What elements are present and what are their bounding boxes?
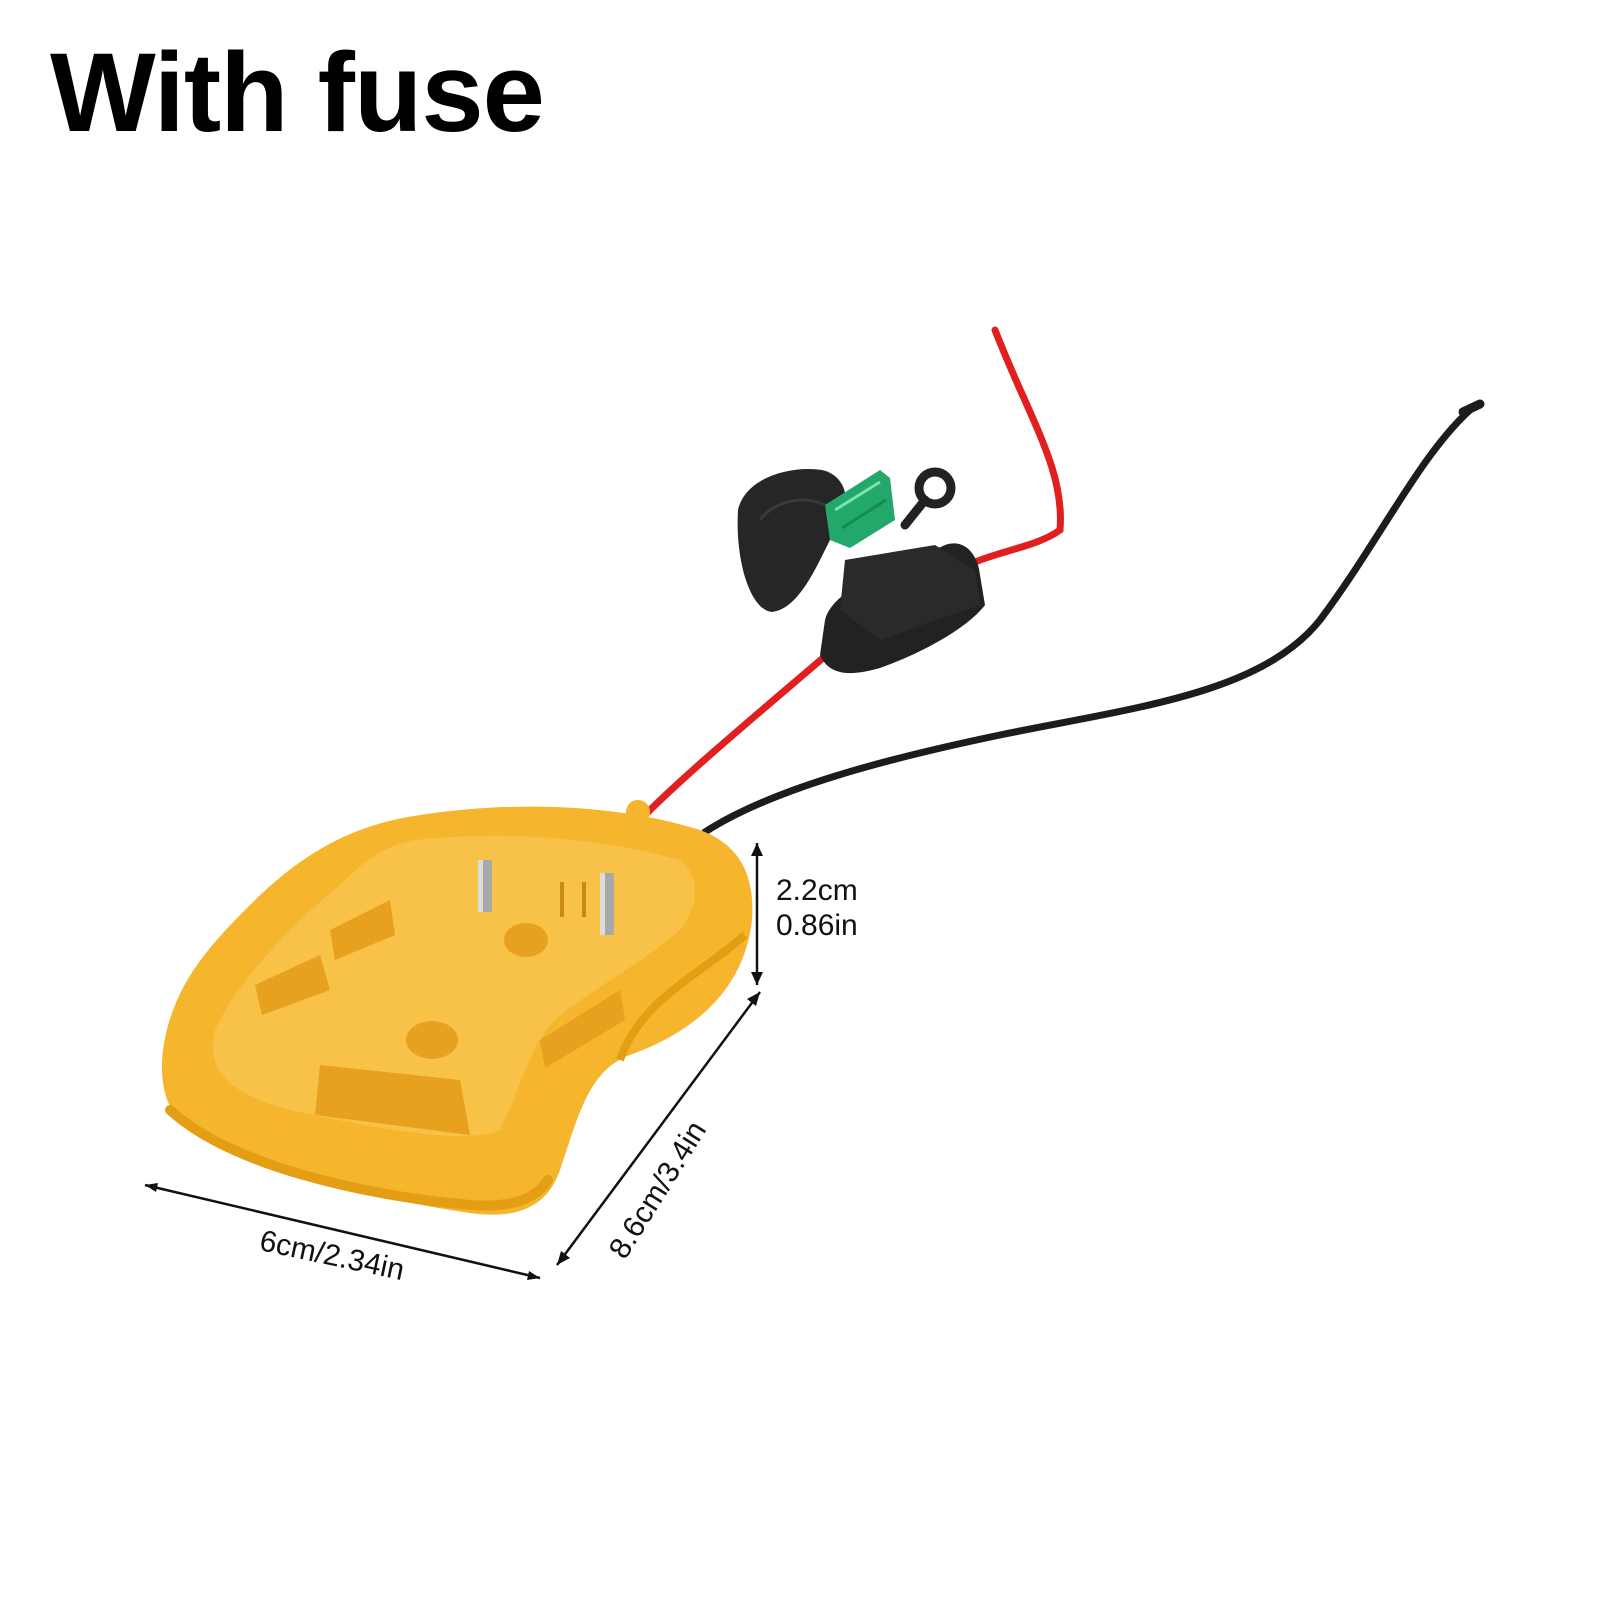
headline: With fuse bbox=[50, 30, 545, 155]
width-label: 6cm/2.34in bbox=[257, 1224, 407, 1287]
length-dimension bbox=[555, 991, 762, 1266]
wire-entry-bump bbox=[626, 800, 650, 824]
width-dimension bbox=[144, 1183, 541, 1280]
adapter-edge-shadow bbox=[616, 932, 748, 1062]
black-wire-tip bbox=[1458, 399, 1485, 417]
terminal-slot-1 bbox=[560, 882, 564, 917]
terminal-slot-2 bbox=[582, 882, 586, 917]
height-dimension bbox=[751, 843, 763, 985]
red-wire-lower bbox=[641, 648, 834, 819]
rail-right bbox=[540, 990, 625, 1068]
battery-adapter-icon bbox=[161, 800, 753, 1215]
mount-hole-upper bbox=[504, 923, 548, 957]
latch-recess bbox=[315, 1065, 470, 1135]
black-wire bbox=[701, 406, 1474, 836]
red-wire-upper bbox=[971, 326, 1064, 566]
blade-fuse-icon bbox=[825, 470, 895, 548]
mount-hole-lower bbox=[406, 1021, 458, 1059]
height-label-cm: 2.2cm bbox=[776, 874, 858, 907]
height-label-in: 0.86in bbox=[776, 909, 858, 942]
length-label: 8.6cm/3.4in bbox=[603, 1115, 713, 1264]
rail-left bbox=[255, 955, 330, 1015]
adapter-lip-shadow bbox=[165, 1105, 553, 1211]
adapter-floor bbox=[212, 835, 695, 1137]
fuse-holder bbox=[737, 467, 985, 674]
